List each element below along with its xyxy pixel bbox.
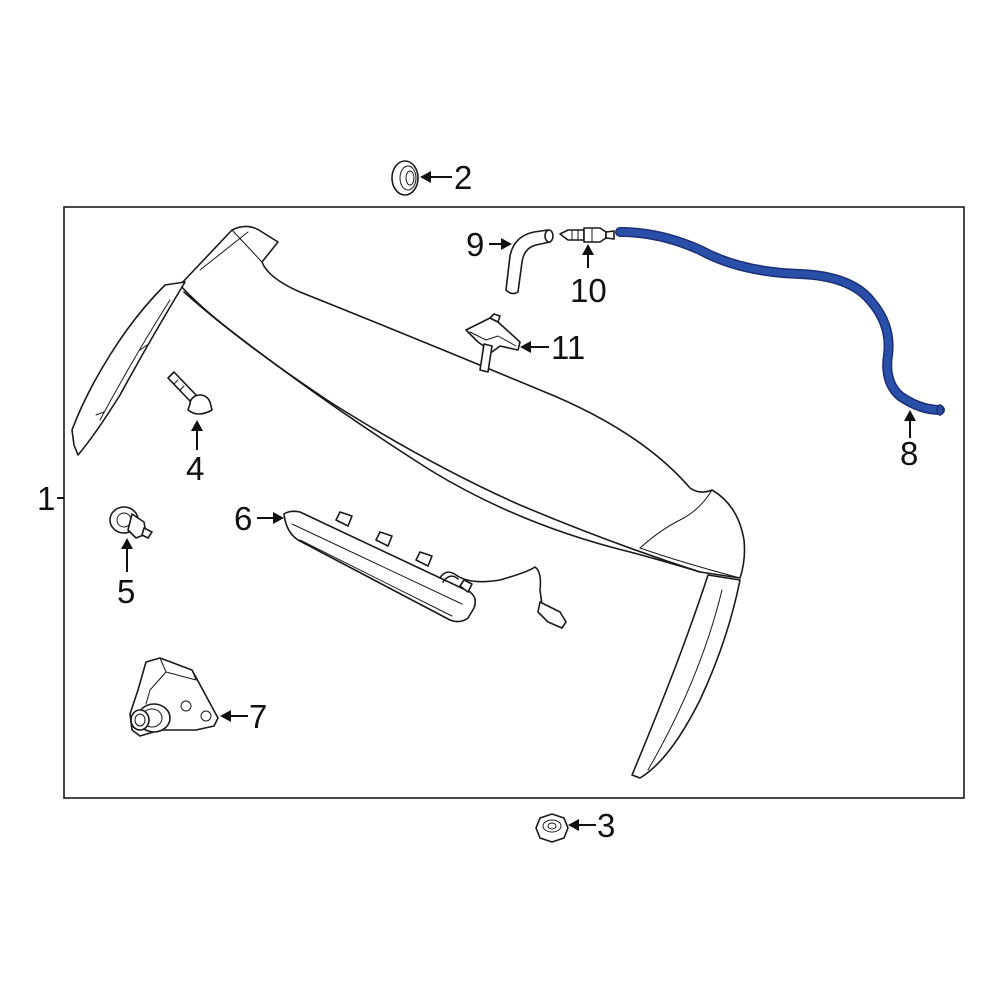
grommet-part-2[interactable] — [391, 160, 419, 196]
callout-label-9: 9 — [466, 226, 484, 263]
callout-label-4: 4 — [186, 450, 204, 487]
spoiler-part-1[interactable] — [71, 225, 746, 779]
callout-label-2: 2 — [454, 159, 472, 196]
bolt-part-4[interactable] — [167, 371, 213, 415]
callout-label-3: 3 — [597, 807, 615, 844]
washer-hose-fill — [616, 228, 944, 414]
callout-10: 10 — [570, 244, 607, 309]
assembly-frame — [63, 206, 965, 799]
callout-1: 1 — [37, 480, 64, 517]
stop-lamp-part-6[interactable] — [283, 510, 567, 629]
callout-3: 3 — [568, 807, 615, 844]
callout-label-7: 7 — [249, 698, 267, 735]
callout-9: 9 — [466, 226, 512, 263]
callout-label-8: 8 — [900, 435, 918, 472]
elbow-hose-part-9[interactable] — [505, 229, 554, 295]
callout-11: 11 — [520, 329, 585, 366]
callout-label-1: 1 — [37, 480, 55, 517]
connector-part-10[interactable] — [559, 227, 615, 243]
callout-6: 6 — [234, 500, 284, 537]
callout-label-10: 10 — [570, 272, 607, 309]
callout-label-11: 11 — [551, 329, 585, 366]
callout-label-6: 6 — [234, 500, 252, 537]
callout-label-5: 5 — [117, 573, 135, 610]
callout-2: 2 — [420, 159, 472, 196]
clip-part-5[interactable] — [109, 506, 153, 539]
callout-4: 4 — [186, 420, 204, 487]
washer-hose-part-8[interactable] — [615, 227, 945, 416]
callout-8: 8 — [900, 410, 918, 472]
camera-part-7[interactable] — [129, 657, 219, 737]
washer-nozzle-part-11[interactable] — [465, 313, 521, 373]
callout-7: 7 — [220, 698, 267, 735]
callout-5: 5 — [117, 538, 135, 610]
nut-part-3[interactable] — [535, 813, 569, 843]
